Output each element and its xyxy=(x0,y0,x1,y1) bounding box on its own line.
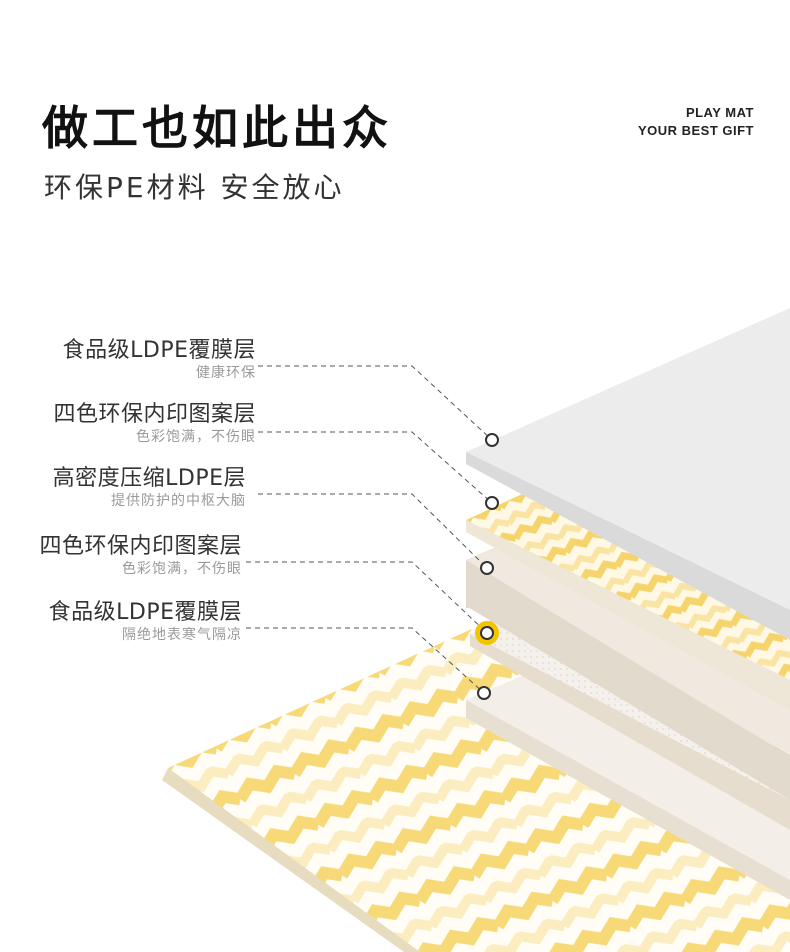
film-layer-top xyxy=(466,308,790,640)
layer-name: 四色环保内印图案层 xyxy=(39,534,242,559)
leader-2 xyxy=(258,431,493,504)
layer-label-2: 四色环保内印图案层 色彩饱满，不伤眼 xyxy=(53,402,256,446)
layer-label-5: 食品级LDPE覆膜层 隔绝地表寒气隔凉 xyxy=(49,600,242,644)
layer-desc: 健康环保 xyxy=(196,365,256,381)
leader-1 xyxy=(258,365,493,441)
brand-tagline: PLAY MAT YOUR BEST GIFT xyxy=(638,104,754,140)
layer-name: 食品级LDPE覆膜层 xyxy=(62,338,256,363)
layer-name: 高密度压缩LDPE层 xyxy=(52,466,246,491)
layer-desc: 隔绝地表寒气隔凉 xyxy=(122,627,242,643)
callout-leaders xyxy=(246,365,493,694)
leader-4 xyxy=(246,561,488,634)
layer-desc: 色彩饱满，不伤眼 xyxy=(122,561,242,577)
layer-name: 四色环保内印图案层 xyxy=(53,402,256,427)
page-title: 做工也如此出众 xyxy=(42,101,392,155)
marker-5 xyxy=(477,686,491,700)
layer-label-4: 四色环保内印图案层 色彩饱满，不伤眼 xyxy=(39,534,242,578)
brand-line-2: YOUR BEST GIFT xyxy=(637,123,754,138)
layer-desc: 色彩饱满，不伤眼 xyxy=(136,429,256,445)
leader-5 xyxy=(246,627,485,694)
layer-desc: 提供防护的中枢大脑 xyxy=(111,493,246,509)
marker-2 xyxy=(485,496,499,510)
brand-line-1: PLAY MAT xyxy=(685,105,754,120)
leader-3 xyxy=(258,493,488,569)
layer-label-3: 高密度压缩LDPE层 提供防护的中枢大脑 xyxy=(53,466,246,510)
marker-1 xyxy=(485,433,499,447)
layer-label-1: 食品级LDPE覆膜层 健康环保 xyxy=(63,338,256,382)
marker-3 xyxy=(480,561,494,575)
layer-name: 食品级LDPE覆膜层 xyxy=(48,600,242,625)
page-subtitle: 环保PE材料 安全放心 xyxy=(44,171,345,204)
marker-4 xyxy=(480,626,494,640)
callout-markers xyxy=(475,433,499,700)
